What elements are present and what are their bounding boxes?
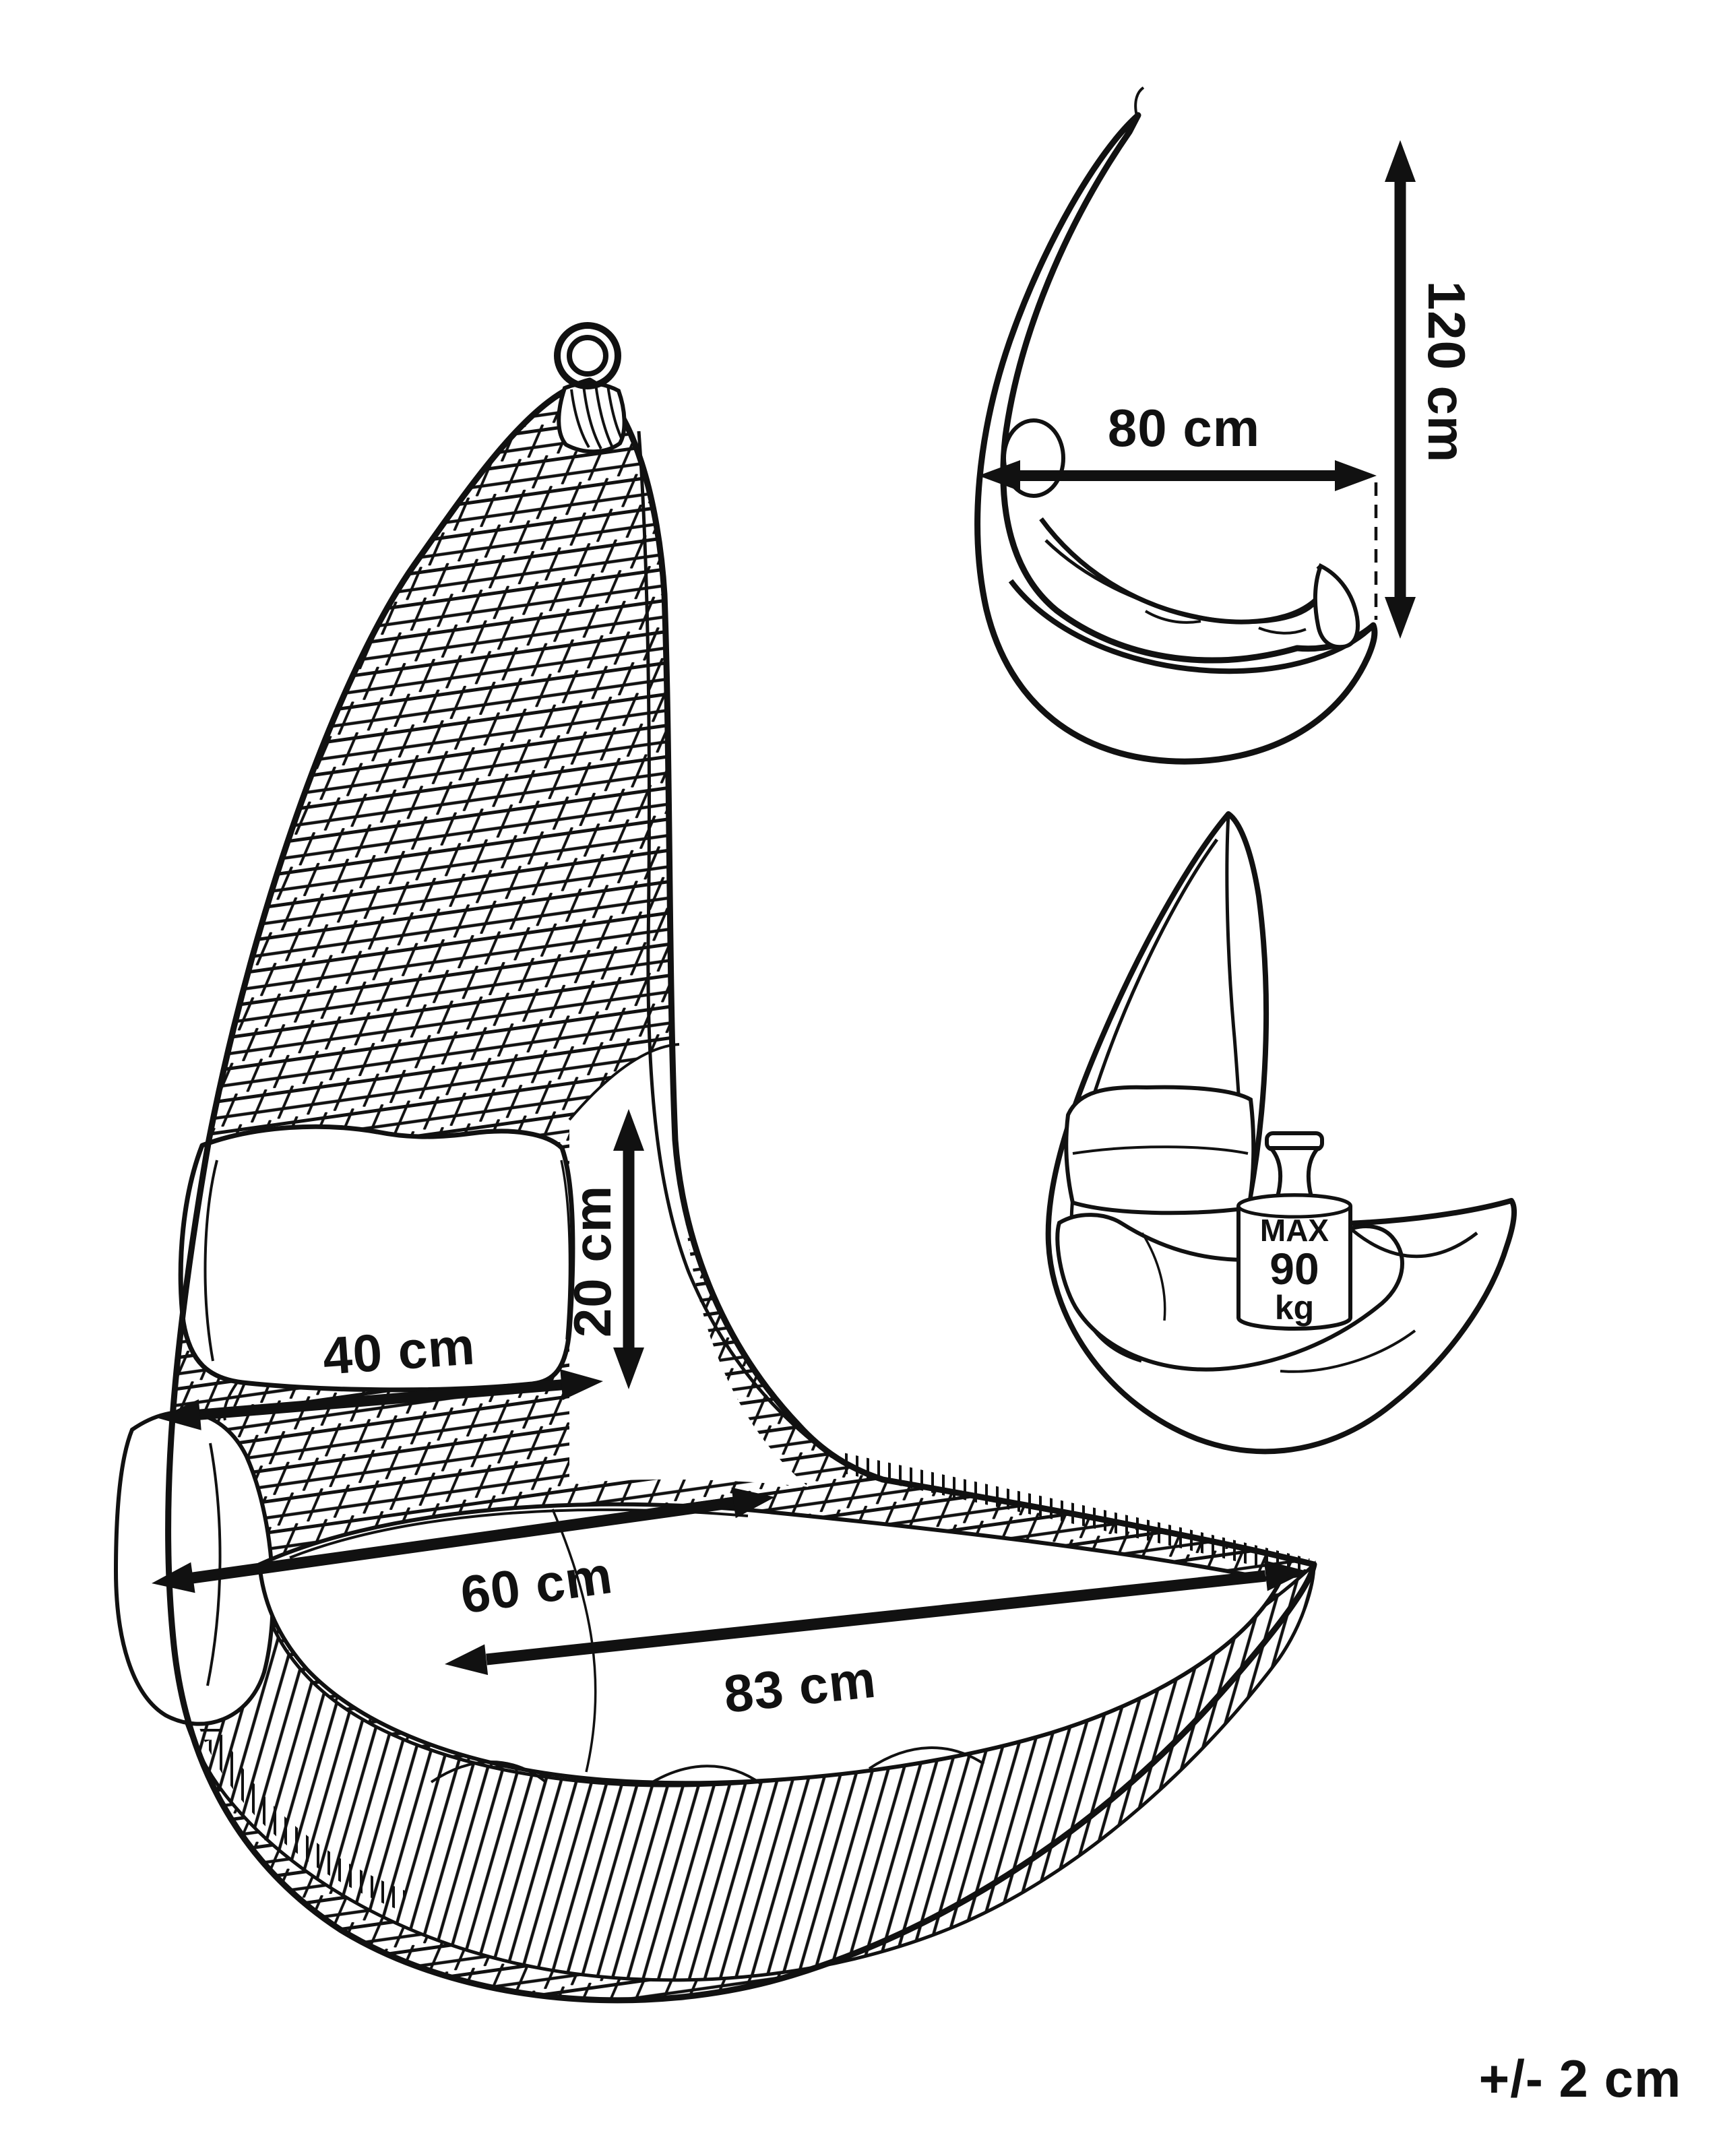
footrest-roll [1313,563,1360,649]
dimension-arrow-120cm [1385,140,1416,639]
label-depth: 80 cm [1108,398,1260,457]
dimension-arrow-60cm [152,1487,775,1593]
strap-strand [582,385,602,449]
hanging-ring-inner [567,335,608,377]
small-chair-pillow [1064,1085,1256,1215]
main-front-view: 20 cm 40 cm 60 cm 83 cm [113,322,1317,2004]
hanging-ring-icon [554,322,621,389]
side-fold-line [1144,610,1201,624]
label-cushion-height: 20 cm [563,1185,622,1337]
weight-capacity-view: MAX 90 kg [1045,811,1517,1455]
side-seat-line [1044,539,1320,624]
seat-cushion-scallop [430,1761,547,1783]
basket-rib-hatching [167,1557,1316,1982]
dimension-arrow-20cm [613,1109,644,1389]
small-pillow-crease [1072,1145,1249,1155]
seat-cushion-scallop [646,1765,763,1787]
cushion-fold-line [560,1160,571,1340]
headrest-cushion [178,1124,575,1393]
label-max: MAX [1260,1213,1329,1248]
label-height: 120 cm [1417,281,1476,464]
label-cushion-width: 40 cm [321,1316,477,1386]
hanger-hook [1134,86,1145,117]
chair-outline [165,377,1317,2004]
dimension-arrow-40cm [158,1369,603,1430]
back-cushion [113,1409,275,1726]
label-max-value: 90 [1269,1244,1319,1294]
dimension-arrow-80cm [978,460,1377,491]
seat-cushion-scallop [868,1746,985,1770]
strap-strand [594,383,613,447]
small-rim-inner-line [1345,1224,1478,1259]
side-seat-front-edge [1008,579,1374,674]
weave-edge-line [568,1043,680,1121]
rim-band-bottom-left [205,1734,408,1911]
side-profile-view: 80 cm 120 cm [974,86,1476,765]
tolerance-note: +/- 2 cm [1479,2049,1682,2108]
side-fold-line [1258,627,1307,635]
back-cushion-fold [206,1442,222,1686]
small-cushion-crease [1141,1232,1166,1321]
side-strip-inner-edge [637,431,834,1459]
weight-icon: MAX 90 kg [1236,1131,1352,1331]
strap-strand [606,385,623,439]
small-rim-scallop [1280,1329,1416,1373]
cushion-fold-line [203,1160,218,1362]
strap-strand [570,389,590,449]
dimension-arrow-83cm [445,1560,1307,1676]
label-max-unit: kg [1275,1289,1314,1327]
